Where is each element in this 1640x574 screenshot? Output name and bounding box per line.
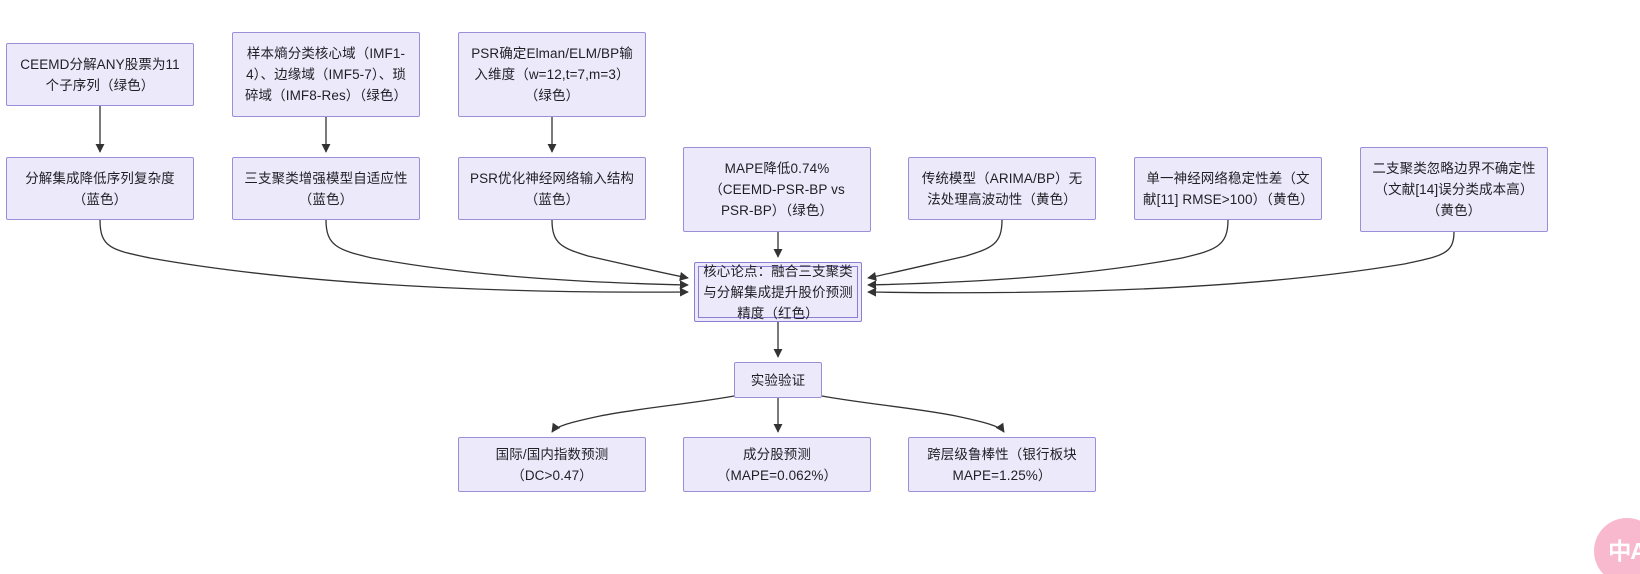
node-label: 三支聚类增强模型自适应性（蓝色） [244,170,408,207]
node-label: 二支聚类忽略边界不确定性（文献[14]误分类成本高）（黄色） [1372,161,1536,218]
node-label: 国际/国内指数预测（DC>0.47） [495,446,609,483]
node-label: PSR确定Elman/ELM/BP输入维度（w=12,t=7,m=3）（绿色） [471,46,633,103]
node-label: PSR优化神经网络输入结构（蓝色） [469,170,635,207]
node-sample-entropy-classification[interactable]: 样本熵分类核心域（IMF1-4）、边缘域（IMF5-7）、琐碎域（IMF8-Re… [232,32,420,117]
node-label: 传统模型（ARIMA/BP）无法处理高波动性（黄色） [921,170,1083,207]
edge-n5-n11 [325,219,689,290]
node-two-way-clustering-limitation[interactable]: 二支聚类忽略边界不确定性（文献[14]误分类成本高）（黄色） [1360,147,1548,232]
node-label: MAPE降低0.74%（CEEMD-PSR-BP vs PSR-BP）（绿色） [709,161,845,218]
edge-n9-n11 [867,219,1229,290]
node-experimental-validation[interactable]: 实验验证 [734,362,822,398]
node-cross-level-robustness-result[interactable]: 跨层级鲁棒性（银行板块MAPE=1.25%） [908,437,1096,492]
watermark-badge: 中A [1594,518,1640,574]
node-constituent-stock-result[interactable]: 成分股预测（MAPE=0.062%） [683,437,871,492]
node-mape-reduction-evidence[interactable]: MAPE降低0.74%（CEEMD-PSR-BP vs PSR-BP）（绿色） [683,147,871,232]
node-decomposition-reduces-complexity[interactable]: 分解集成降低序列复杂度（蓝色） [6,157,194,220]
edge-n12-n13 [551,395,735,433]
node-single-network-instability[interactable]: 单一神经网络稳定性差（文献[11] RMSE>100）（黄色） [1134,157,1322,220]
node-three-way-clustering-adaptivity[interactable]: 三支聚类增强模型自适应性（蓝色） [232,157,420,220]
edge-n10-n11 [867,231,1455,297]
node-ceemd-decomposition[interactable]: CEEMD分解ANY股票为11个子序列（绿色） [6,43,194,106]
node-label: 跨层级鲁棒性（银行板块MAPE=1.25%） [927,446,1077,483]
node-label: 实验验证 [750,372,806,388]
node-label: 核心论点：融合三支聚类与分解集成提升股价预测精度（红色） [703,263,853,321]
node-label: 样本熵分类核心域（IMF1-4）、边缘域（IMF5-7）、琐碎域（IMF8-Re… [244,46,408,103]
node-core-thesis[interactable]: 核心论点：融合三支聚类与分解集成提升股价预测精度（红色） [694,262,862,322]
watermark-text: 中A [1608,537,1640,564]
edge-n8-n11 [867,219,1003,281]
edge-n6-n11 [551,219,689,281]
node-label: CEEMD分解ANY股票为11个子序列（绿色） [20,56,180,93]
node-psr-optimizes-network-input[interactable]: PSR优化神经网络输入结构（蓝色） [458,157,646,220]
node-label: 分解集成降低序列复杂度（蓝色） [25,170,175,207]
edge-n12-n15 [821,395,1005,433]
edge-n4-n11 [99,219,689,297]
node-psr-input-dimension[interactable]: PSR确定Elman/ELM/BP输入维度（w=12,t=7,m=3）（绿色） [458,32,646,117]
node-label: 单一神经网络稳定性差（文献[11] RMSE>100）（黄色） [1143,170,1314,207]
node-index-prediction-result[interactable]: 国际/国内指数预测（DC>0.47） [458,437,646,492]
node-label: 成分股预测（MAPE=0.062%） [716,446,838,483]
node-traditional-model-limitation[interactable]: 传统模型（ARIMA/BP）无法处理高波动性（黄色） [908,157,1096,220]
